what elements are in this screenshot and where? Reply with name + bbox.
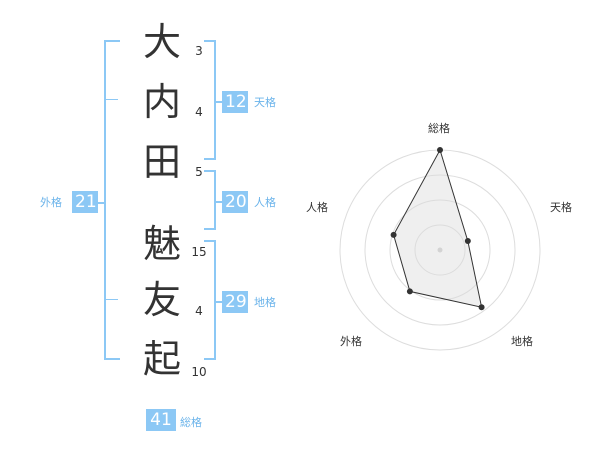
jinkaku-bracket-bottom <box>204 228 216 230</box>
stroke-count-6: 10 <box>191 365 207 379</box>
name-char-1: 大 <box>142 20 181 64</box>
radar-ring <box>364 174 516 326</box>
radar-axis-label-jinkaku: 人格 <box>306 201 328 214</box>
radar-point-4 <box>406 288 413 295</box>
jinkaku-connector <box>214 201 222 203</box>
chikaku-bracket-vertical <box>214 240 216 360</box>
radar-point-1 <box>437 147 443 153</box>
tenkaku-connector <box>214 101 222 103</box>
jinkaku-bracket-vertical <box>214 170 216 230</box>
gaikaku-value-badge: 21 <box>72 191 98 213</box>
radar-point-2 <box>464 237 471 244</box>
radar-point-3 <box>478 304 485 311</box>
name-char-5: 友 <box>142 278 181 322</box>
tenkaku-label: 天格 <box>254 96 276 109</box>
radar-axis-label-gaikaku: 外格 <box>340 335 362 348</box>
chikaku-value-badge: 29 <box>222 291 248 313</box>
stroke-count-3: 5 <box>195 165 203 179</box>
radar-ring <box>389 199 491 301</box>
stroke-count-4: 15 <box>191 245 207 259</box>
jinkaku-bracket-top <box>204 170 216 172</box>
chikaku-bracket-bottom <box>204 358 216 360</box>
soukaku-label: 総格 <box>180 416 202 429</box>
chikaku-label: 地格 <box>254 296 276 309</box>
stroke-count-1: 3 <box>195 44 203 58</box>
gaikaku-bracket-tick-upper <box>104 99 118 100</box>
radar-polygon <box>393 148 483 308</box>
name-char-2: 内 <box>142 80 181 124</box>
name-char-4: 魅 <box>142 222 181 266</box>
gaikaku-bracket-bottom <box>104 358 120 360</box>
name-char-3: 田 <box>142 140 181 184</box>
radar-axis-label-chikaku: 地格 <box>511 335 533 348</box>
jinkaku-value-badge: 20 <box>222 191 248 213</box>
tenkaku-bracket-bottom <box>204 158 216 160</box>
radar-axis-label-soukaku: 総格 <box>428 122 450 135</box>
gaikaku-bracket-tick-lower <box>104 299 118 300</box>
gaikaku-bracket-vertical <box>104 40 106 360</box>
chikaku-connector <box>214 301 222 303</box>
radar-axis-label-tenkaku: 天格 <box>550 201 572 214</box>
gaikaku-label: 外格 <box>40 196 62 209</box>
radar-ring <box>414 224 466 276</box>
chikaku-bracket-top <box>204 240 216 242</box>
gaikaku-connector <box>98 202 106 204</box>
gaikaku-bracket-top <box>104 40 120 42</box>
soukaku-value-badge: 41 <box>146 409 176 431</box>
jinkaku-label: 人格 <box>254 196 276 209</box>
stroke-count-5: 4 <box>195 304 203 318</box>
name-char-6: 起 <box>142 337 181 381</box>
stroke-count-2: 4 <box>195 105 203 119</box>
tenkaku-bracket-top <box>204 40 216 42</box>
tenkaku-bracket-vertical <box>214 40 216 160</box>
tenkaku-value-badge: 12 <box>222 91 248 113</box>
radar-point-5 <box>390 231 397 238</box>
radar-center-dot <box>437 247 443 253</box>
